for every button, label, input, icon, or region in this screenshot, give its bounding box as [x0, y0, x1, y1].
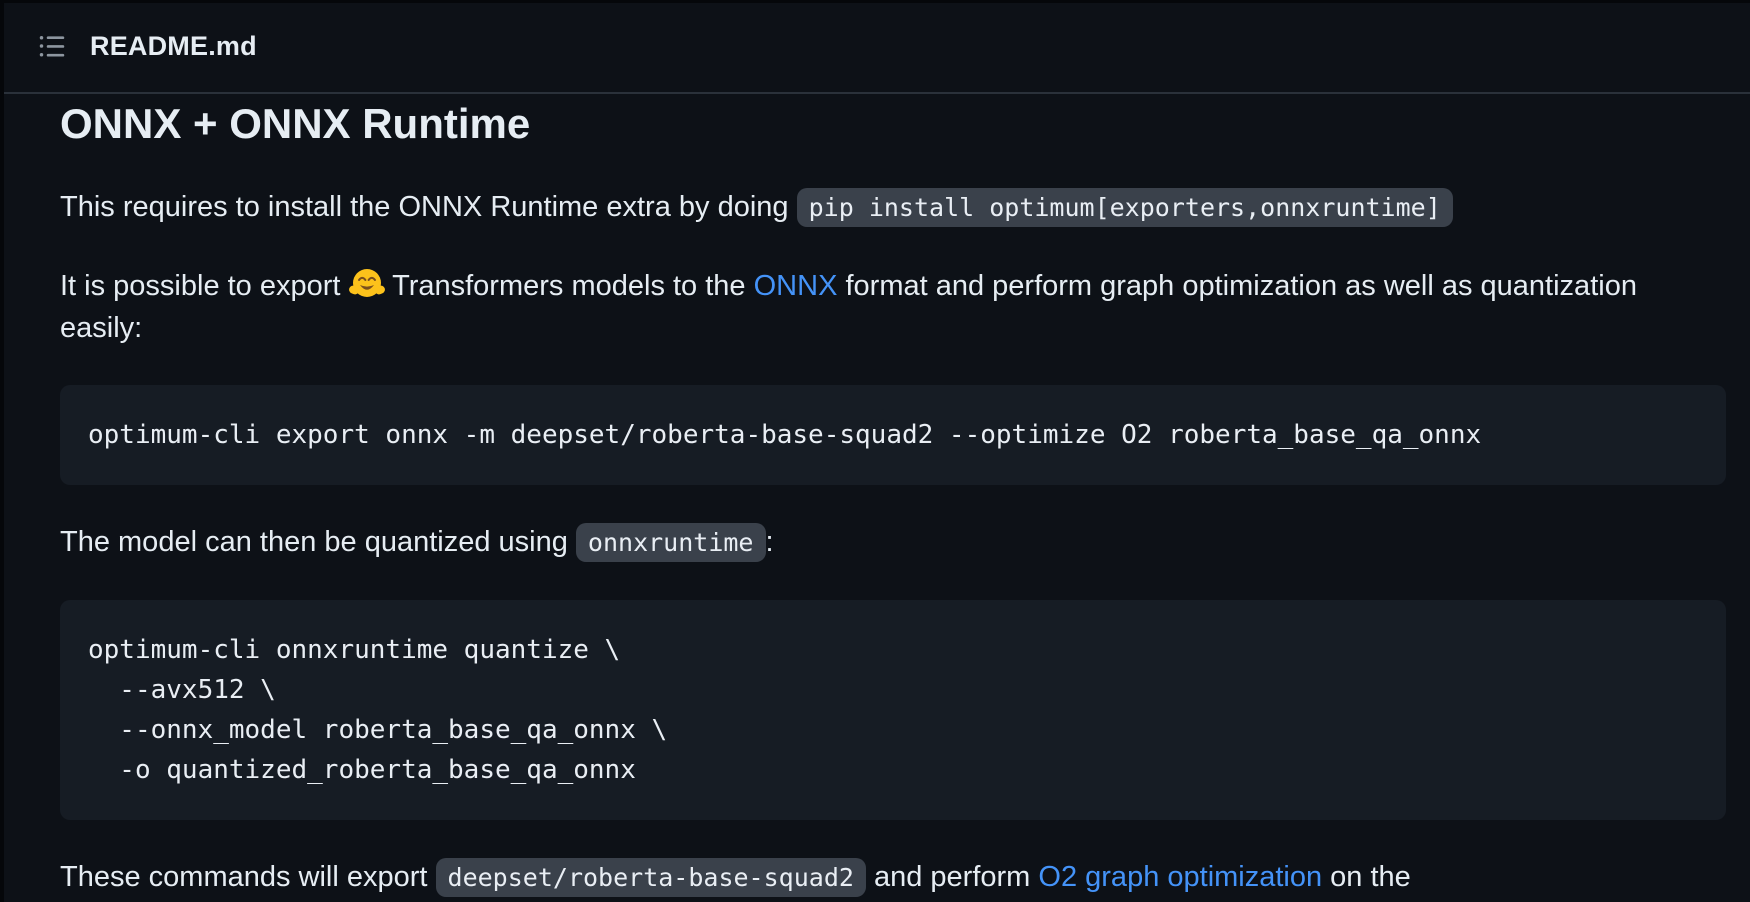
- window-edge-top: [0, 0, 1750, 3]
- window-edge-left: [0, 0, 4, 902]
- paragraph-summary: These commands will export deepset/rober…: [60, 856, 1726, 899]
- hugging-face-emoji: [348, 266, 385, 302]
- readme-title: README.md: [90, 30, 257, 61]
- markdown-link[interactable]: ONNX: [753, 270, 838, 302]
- text-run: These commands will export: [60, 861, 436, 893]
- text-run: format and perform graph optimization as…: [60, 270, 1637, 344]
- text-run: Transformers models to the: [384, 270, 754, 302]
- readme-header: README.md: [0, 0, 1750, 94]
- code-text: optimum-cli export onnx -m deepset/rober…: [88, 420, 1482, 450]
- code-block-quantize: optimum-cli onnxruntime quantize \ --avx…: [60, 600, 1726, 820]
- text-run: The model can then be quantized using: [60, 526, 576, 558]
- paragraph-install: This requires to install the ONNX Runtim…: [60, 186, 1726, 229]
- text-run: :: [765, 526, 774, 558]
- text-run: This requires to install the ONNX Runtim…: [60, 191, 797, 223]
- paragraph-export: It is possible to export Transformers mo…: [60, 265, 1726, 349]
- code-block-export: optimum-cli export onnx -m deepset/rober…: [60, 385, 1726, 485]
- readme-body: ONNX + ONNX Runtime This requires to ins…: [0, 98, 1750, 899]
- toc-button[interactable]: [30, 24, 74, 68]
- list-unordered-icon: [39, 35, 65, 57]
- text-run: and perform: [865, 861, 1039, 893]
- section-heading: ONNX + ONNX Runtime: [60, 100, 531, 147]
- paragraph-quantize: The model can then be quantized using on…: [60, 521, 1726, 564]
- inline-code: onnxruntime: [575, 523, 766, 562]
- markdown-link[interactable]: O2 graph optimization: [1038, 861, 1323, 893]
- text-run: It is possible to export: [60, 270, 349, 302]
- code-text: optimum-cli onnxruntime quantize \ --avx…: [88, 635, 668, 785]
- inline-code: pip install optimum[exporters,onnxruntim…: [796, 188, 1453, 227]
- text-run: on the: [1322, 861, 1411, 893]
- inline-code: deepset/roberta-base-squad2: [435, 858, 866, 897]
